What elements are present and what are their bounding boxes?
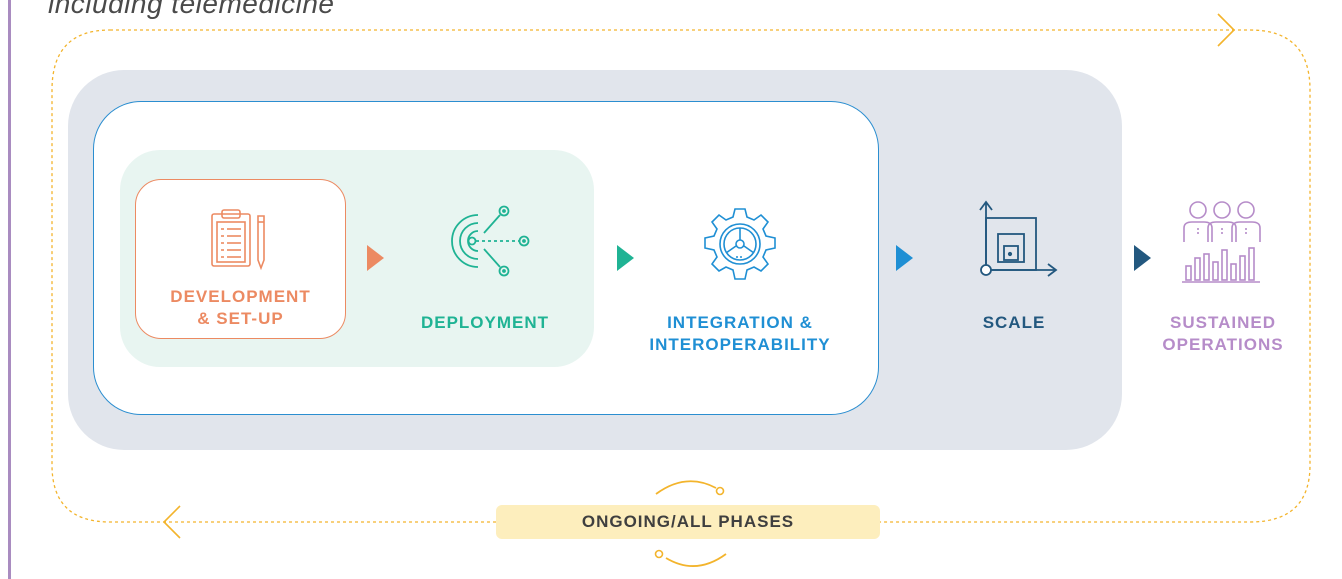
clipboard-pencil-icon — [211, 209, 265, 271]
integration-label-line1: INTEGRATION & — [667, 313, 813, 332]
integration-label-line2: INTEROPERABILITY — [649, 335, 831, 354]
sustained-label-line1: SUSTAINED — [1170, 313, 1276, 332]
arrow-dev-to-deploy-icon — [367, 245, 384, 271]
sustained-label-line2: OPERATIONS — [1162, 335, 1284, 354]
development-label: DEVELOPMENT & SET-UP — [135, 286, 346, 330]
development-phase-box — [135, 179, 346, 339]
ongoing-phases-pill: ONGOING/ALL PHASES — [496, 505, 880, 539]
loop-arrow-left-icon — [162, 505, 181, 539]
arrow-scale-to-sustained-icon — [1134, 245, 1151, 271]
gear-icon — [704, 208, 776, 280]
arrow-integration-to-scale-icon — [896, 245, 913, 271]
cycle-bottom-icon — [665, 553, 727, 567]
ongoing-loop-path — [51, 29, 1311, 523]
scale-label: SCALE — [968, 312, 1060, 334]
deployment-label: DEPLOYMENT — [390, 312, 580, 334]
scale-chart-icon — [979, 200, 1058, 277]
people-bar-chart-icon — [1182, 201, 1261, 283]
deployment-label-line1: DEPLOYMENT — [420, 313, 550, 332]
sustained-label: SUSTAINED OPERATIONS — [1150, 312, 1296, 356]
development-label-line2: & SET-UP — [197, 309, 284, 328]
integration-label: INTEGRATION & INTEROPERABILITY — [640, 312, 840, 356]
radar-network-icon — [451, 205, 530, 277]
arrow-deploy-to-integration-icon — [617, 245, 634, 271]
development-label-line1: DEVELOPMENT — [170, 287, 311, 306]
left-border-rule — [8, 0, 11, 579]
loop-arrow-right-icon — [1217, 13, 1236, 47]
scale-label-line1: SCALE — [982, 313, 1046, 332]
top-caption: including telemedicine — [48, 0, 335, 19]
cycle-top-icon — [655, 480, 717, 495]
